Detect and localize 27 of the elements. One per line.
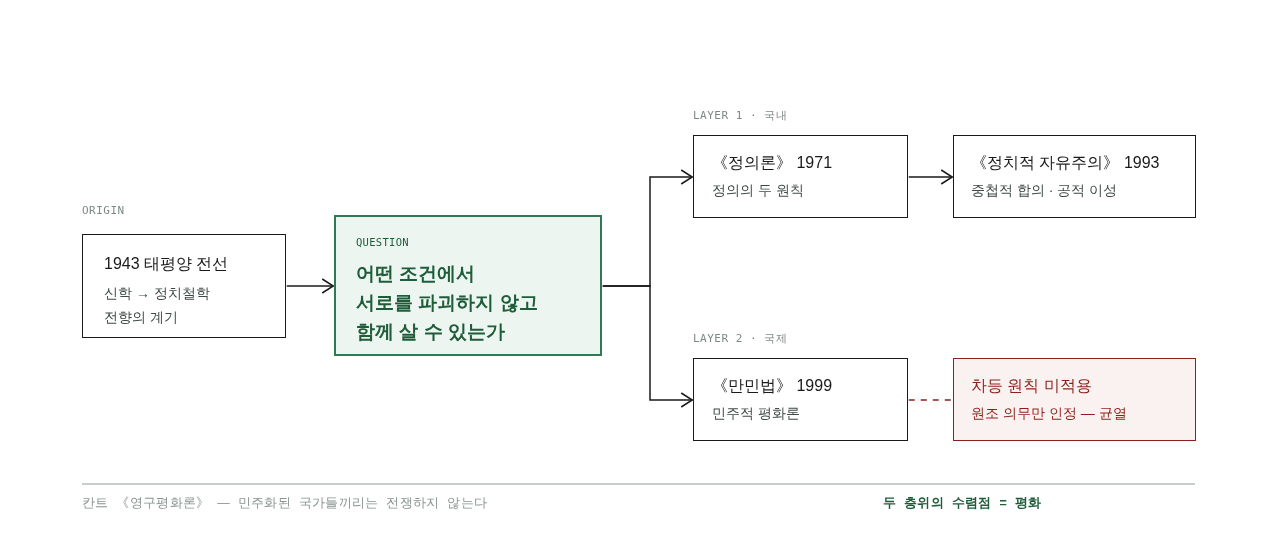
- process-box: [693, 135, 908, 218]
- arrow: [286, 278, 334, 294]
- question-text: 어떤 조건에서 서로를 파괴하지 않고 함께 살 수 있는가: [356, 262, 538, 344]
- arrow: [908, 169, 953, 185]
- dashed-connector-line: [908, 399, 953, 401]
- box-description: 정의의 두 원칙: [712, 181, 804, 200]
- box-title: 《정치적 자유주의》 1993: [971, 153, 1160, 173]
- process-box: [693, 358, 908, 441]
- conclusion-text: 두 층위의 수렴점 = 평화: [883, 495, 1042, 512]
- arrow: [602, 285, 693, 408]
- box-title: 차등 원칙 미적용: [971, 376, 1092, 396]
- box-description: 중첩적 합의 · 공적 이성: [971, 181, 1118, 200]
- question-box: [334, 215, 602, 356]
- footnote-text: 칸트 《영구평화론》 — 민주화된 국가들끼리는 전쟁하지 않는다: [82, 495, 488, 512]
- box-title: 《정의론》 1971: [712, 153, 833, 173]
- section-label: LAYER 2 · 국제: [693, 332, 788, 346]
- process-box: [82, 234, 286, 338]
- box-description: 신학 → 정치철학 전향의 계기: [104, 284, 210, 327]
- box-description: 원조 의무만 인정 — 균열: [971, 404, 1127, 423]
- tag-label: QUESTION: [356, 235, 409, 249]
- box-title: 《만민법》 1999: [712, 376, 833, 396]
- warning-box: [953, 358, 1196, 441]
- box-description: 민주적 평화론: [712, 404, 800, 423]
- process-box: [953, 135, 1196, 218]
- box-title: 1943 태평양 전선: [104, 254, 229, 274]
- section-label: LAYER 1 · 국내: [693, 109, 788, 123]
- section-label: ORIGIN: [82, 204, 125, 218]
